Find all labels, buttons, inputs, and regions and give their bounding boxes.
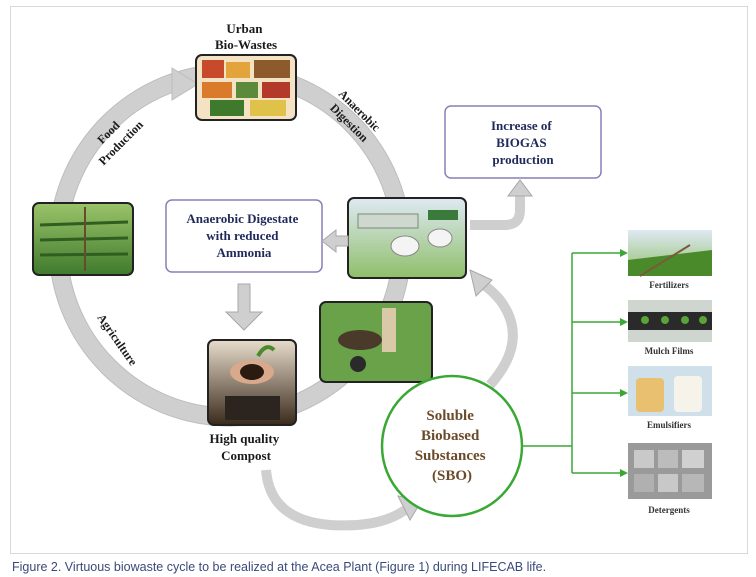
biogas-plant-image xyxy=(347,197,467,279)
urban-label-line2: Bio-Wastes xyxy=(215,37,277,52)
sbo-label-line4: (SBO) xyxy=(432,468,472,484)
product-mulch-films-label: Mulch Films xyxy=(645,346,694,356)
sbo-circle xyxy=(380,374,524,518)
compost-to-sbo-arrow xyxy=(261,469,408,531)
product-emulsifiers-label: Emulsifiers xyxy=(647,420,691,430)
figure-caption: Figure 2. Virtuous biowaste cycle to be … xyxy=(12,560,547,574)
sbo-label-line3: Substances xyxy=(415,448,486,464)
svg-text:Soluble Biobased Subst: Soluble Biobased Substances (SBO) xyxy=(415,408,490,484)
digestate-to-compost-arrow xyxy=(224,283,264,331)
digestate-label-line3: Ammonia xyxy=(217,245,272,260)
product-detergents-label: Detergents xyxy=(648,505,690,515)
product-connector-lines xyxy=(522,252,620,474)
urban-label-line1: Urban xyxy=(226,21,263,36)
plant-to-increase-arrow xyxy=(470,195,525,230)
digestate-box xyxy=(165,199,323,273)
compost-label-line1: High quality xyxy=(210,431,280,446)
sbo-label-line2: Biobased xyxy=(421,428,480,444)
fertilizers-image xyxy=(628,230,712,277)
increase-label-line2: BIOGAS xyxy=(496,135,547,150)
sbo-label-line1: Soluble xyxy=(426,408,474,424)
svg-text:High quality Compost: High quality Compost xyxy=(210,431,283,463)
product-fertilizers-label: Fertilizers xyxy=(649,280,689,290)
compost-label-line2: Compost xyxy=(221,448,272,463)
svg-text:Increase of BIOGAS pro: Increase of BIOGAS production xyxy=(491,118,555,167)
sbo-to-plant-arrow xyxy=(475,277,518,389)
increase-label-line3: production xyxy=(492,152,554,167)
digestate-label-line1: Anaerobic Digestate xyxy=(186,211,298,226)
mulch-films-image xyxy=(628,300,712,342)
compost-spreading-image xyxy=(319,301,433,383)
increase-label-line1: Increase of xyxy=(491,118,552,133)
cycle-arrowhead xyxy=(171,67,199,101)
digestate-label-line2: with reduced xyxy=(206,228,279,243)
svg-text:Urban Bio-Wastes: Urban Bio-Wastes xyxy=(215,21,277,52)
svg-text:Anaerobic Digestate with r: Anaerobic Digestate with reduced Ammonia xyxy=(186,211,301,260)
plant-to-digestate-arrow xyxy=(321,228,349,254)
compost-hands-image xyxy=(207,339,297,426)
agriculture-field-image xyxy=(32,202,134,276)
emulsifiers-image xyxy=(628,366,712,416)
urban-biowaste-image xyxy=(195,54,297,121)
detergents-image xyxy=(628,443,712,499)
increase-biogas-box xyxy=(444,105,602,179)
